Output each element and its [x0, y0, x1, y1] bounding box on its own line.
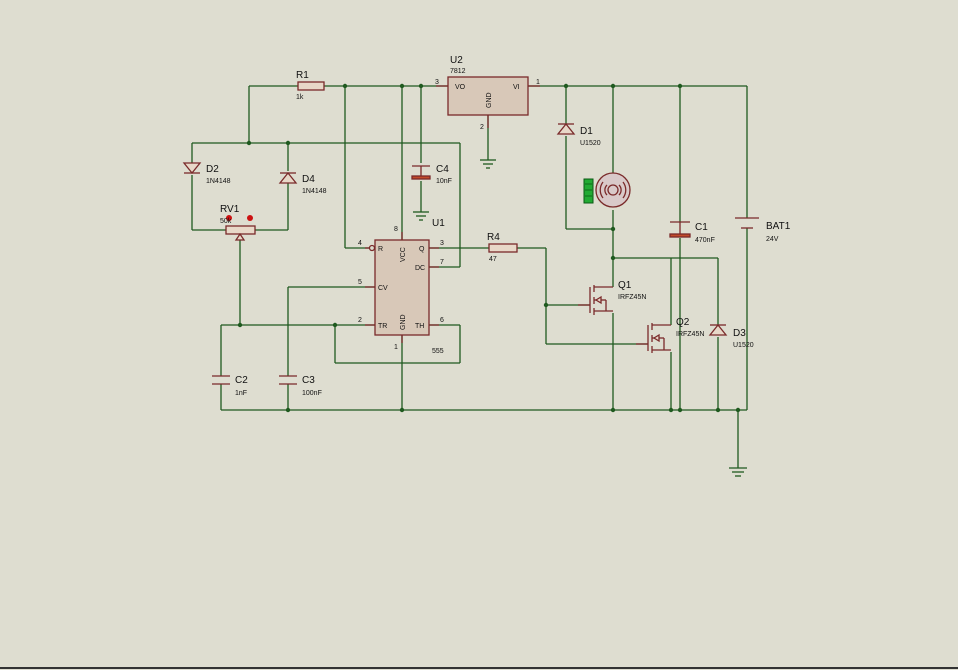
u1-pin-dc: DC [415, 265, 425, 272]
u2-pin-num-out: 3 [435, 79, 439, 86]
u1-pin-gnd: GND [400, 314, 407, 330]
u1-pin-q: Q [419, 246, 425, 253]
c3-value: 100nF [302, 390, 322, 397]
d4-ref: D4 [302, 174, 315, 185]
d3-ref: D3 [733, 328, 746, 339]
u1-pin-num-q: 3 [440, 240, 444, 247]
bat1-ref: BAT1 [766, 221, 791, 232]
u2-pin-num-gnd: 2 [480, 124, 484, 131]
diode-d1[interactable]: D1 U1520 [556, 122, 601, 147]
c3-ref: C3 [302, 375, 315, 386]
c1-ref: C1 [695, 222, 708, 233]
capacitor-c3[interactable]: C3 100nF [279, 375, 322, 397]
d4-value: 1N4148 [302, 188, 327, 195]
u1-pin-r: R [378, 246, 383, 253]
u1-pin-num-th: 6 [440, 317, 444, 324]
u1-pin-vcc: VCC [400, 247, 407, 262]
r4-value: 47 [489, 256, 497, 263]
resistor-r1[interactable]: R1 1k [296, 70, 325, 101]
potentiometer-rv1[interactable]: RV1 50k [220, 204, 256, 241]
r4-ref: R4 [487, 232, 500, 243]
q2-value: IRFZ45N [676, 331, 704, 338]
c2-ref: C2 [235, 375, 248, 386]
diode-d4[interactable]: D4 1N4148 [278, 171, 327, 195]
c4-value: 10nF [436, 178, 452, 185]
junctions [237, 83, 741, 413]
ground-symbol-u2 [480, 159, 496, 169]
wires [191, 85, 748, 468]
u1-pin-tr: TR [378, 323, 387, 330]
rv1-adjust-left-icon[interactable] [226, 215, 232, 221]
r1-ref: R1 [296, 70, 309, 81]
u1-pin-num-cv: 5 [358, 279, 362, 286]
motor-indicator-icon [583, 178, 594, 204]
u2-value: 7812 [450, 68, 466, 75]
regulator-u2[interactable]: U2 7812 VO VI GND 3 1 2 [435, 55, 540, 131]
battery-bat1[interactable]: BAT1 24V [735, 217, 791, 243]
d3-value: U1520 [733, 342, 754, 349]
ground-symbol-main [729, 467, 747, 477]
rv1-ref: RV1 [220, 204, 240, 215]
motor[interactable] [583, 172, 631, 208]
rv1-adjust-right-icon[interactable] [247, 215, 253, 221]
q2-ref: Q2 [676, 317, 690, 328]
r1-value: 1k [296, 94, 304, 101]
u1-ref: U1 [432, 218, 445, 229]
mosfet-q1[interactable]: Q1 IRFZ45N [578, 280, 646, 315]
u1-pin-num-dc: 7 [440, 259, 444, 266]
diode-d3[interactable]: D3 U1520 [708, 323, 754, 349]
d1-value: U1520 [580, 140, 601, 147]
u2-ref: U2 [450, 55, 463, 66]
capacitor-c1[interactable]: C1 470nF [669, 221, 715, 244]
timer-u1[interactable]: U1 555 R VCC Q DC CV TR GND TH 4 8 3 7 5… [358, 218, 445, 355]
u2-pin-num-in: 1 [536, 79, 540, 86]
bat1-value: 24V [766, 236, 779, 243]
rv1-value: 50k [220, 218, 232, 225]
d2-value: 1N4148 [206, 178, 231, 185]
capacitor-c4[interactable]: C4 10nF [411, 164, 452, 185]
u1-value: 555 [432, 348, 444, 355]
d1-ref: D1 [580, 126, 593, 137]
u1-pin-th: TH [415, 323, 424, 330]
mosfet-q2[interactable]: Q2 IRFZ45N [636, 317, 704, 353]
u2-pin-vi: VI [513, 84, 520, 91]
ground-symbol-c4 [413, 211, 429, 221]
u1-pin-num-r: 4 [358, 240, 362, 247]
c2-value: 1nF [235, 390, 247, 397]
c4-ref: C4 [436, 164, 449, 175]
c1-value: 470nF [695, 237, 715, 244]
u1-pin-num-tr: 2 [358, 317, 362, 324]
q1-value: IRFZ45N [618, 294, 646, 301]
u1-pin-num-vcc: 8 [394, 226, 398, 233]
q1-ref: Q1 [618, 280, 632, 291]
capacitor-c2[interactable]: C2 1nF [212, 375, 248, 397]
diode-d2[interactable]: D2 1N4148 [182, 162, 231, 185]
resistor-r4[interactable]: R4 47 [487, 232, 518, 263]
u2-pin-vo: VO [455, 84, 466, 91]
u1-pin-cv: CV [378, 285, 388, 292]
u2-pin-gnd: GND [486, 92, 493, 108]
u1-pin-num-gnd: 1 [394, 344, 398, 351]
d2-ref: D2 [206, 164, 219, 175]
